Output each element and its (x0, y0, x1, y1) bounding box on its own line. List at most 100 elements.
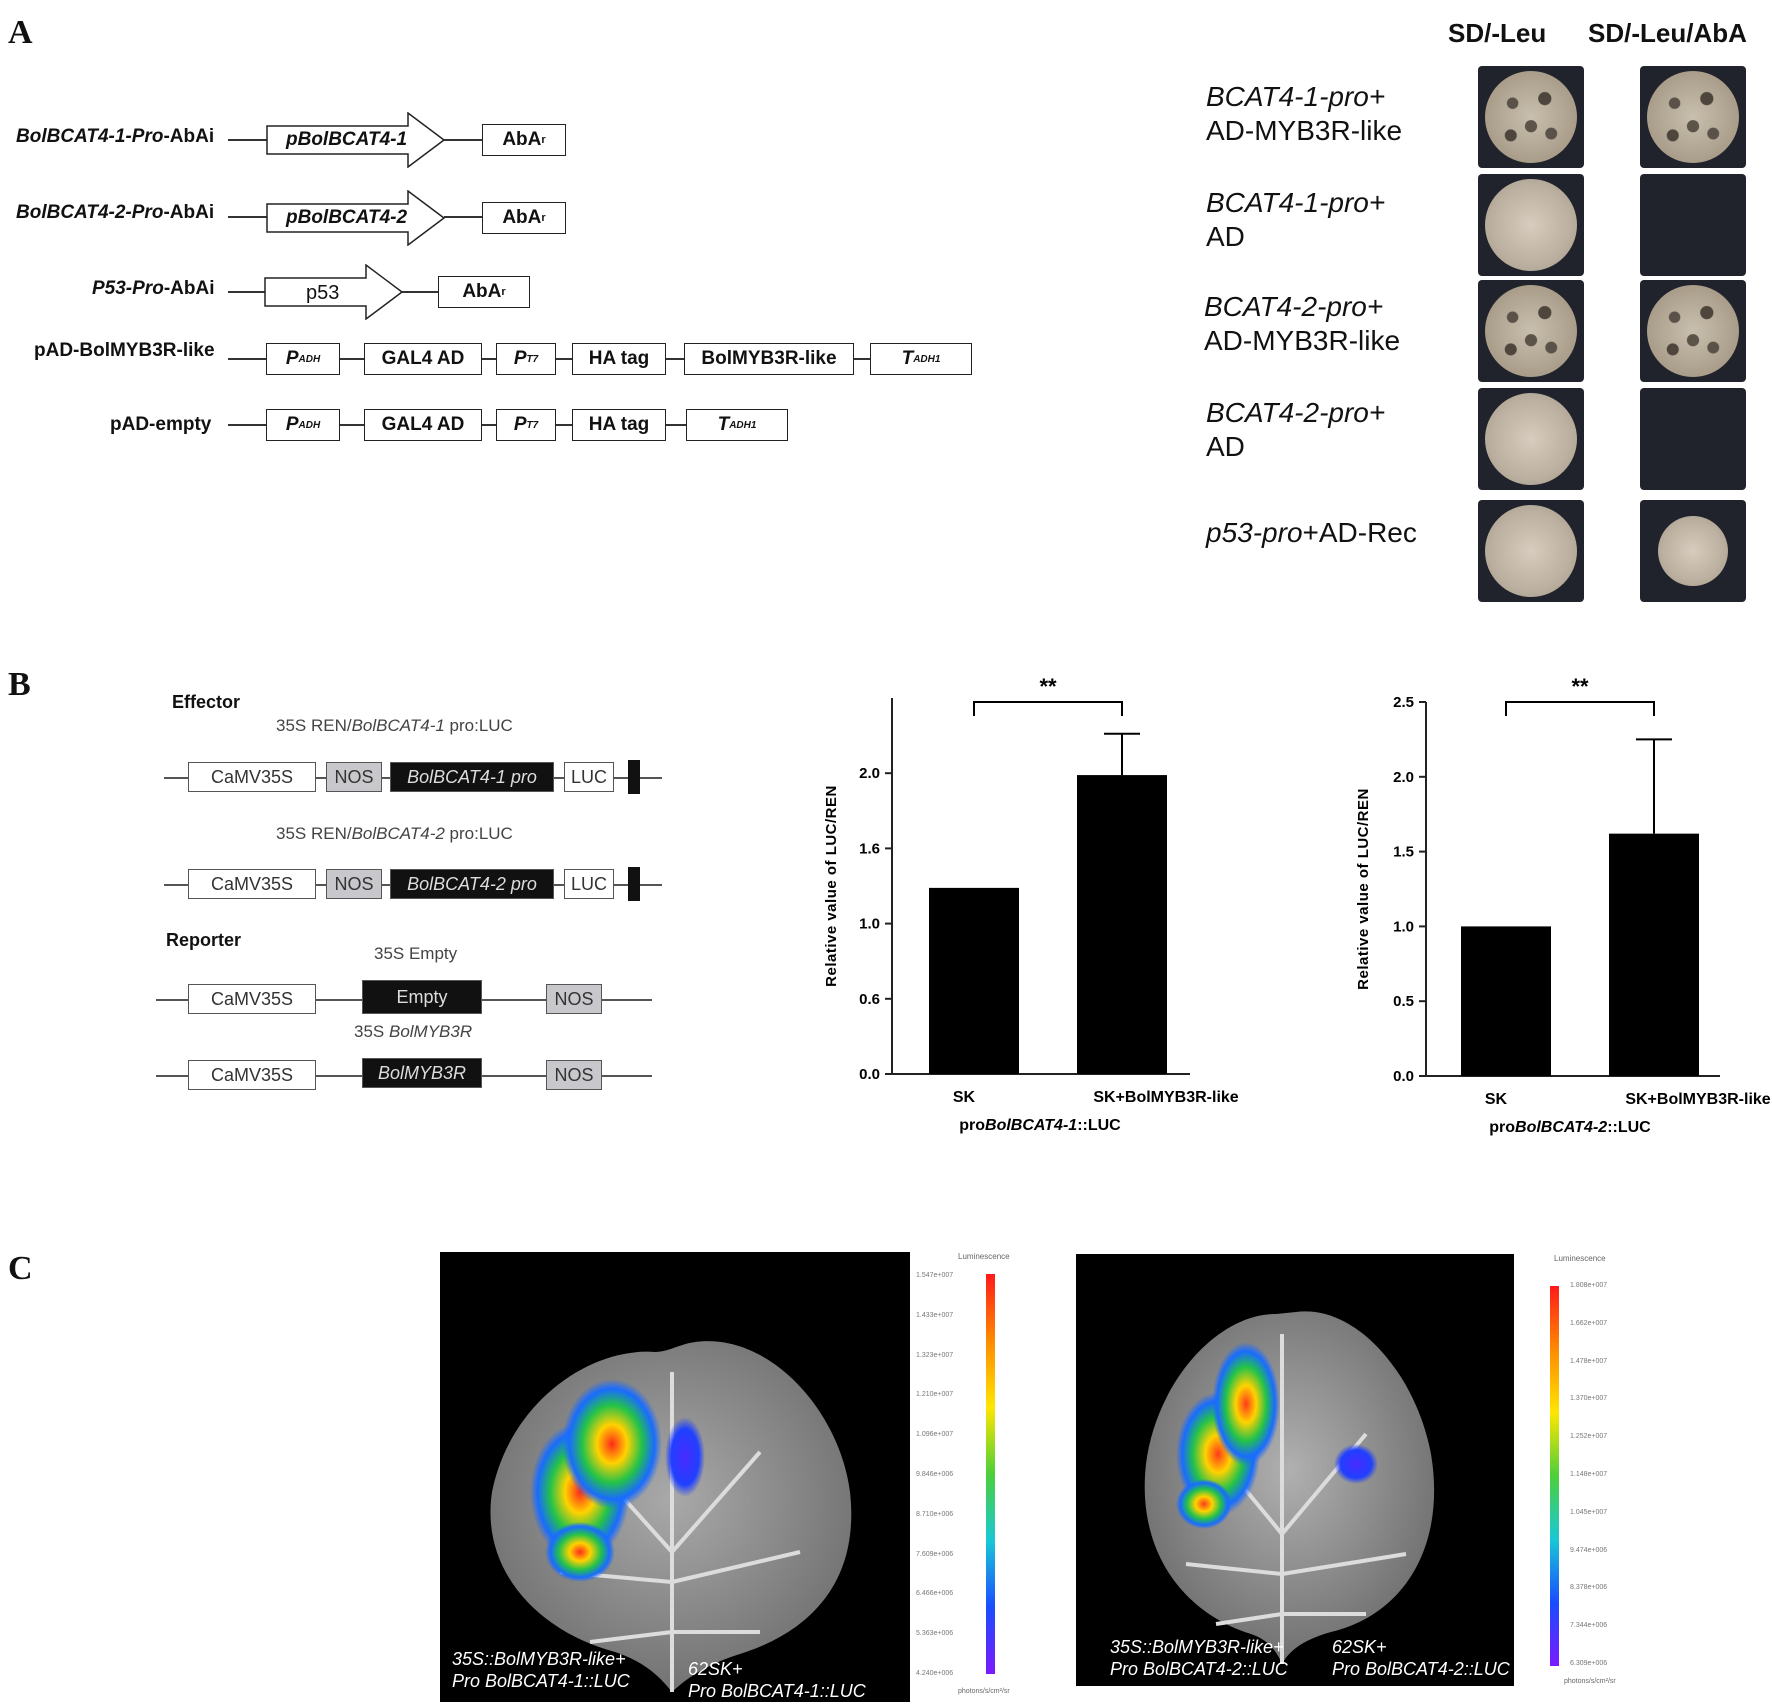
y-tick-label: 0.6 (859, 991, 880, 1008)
part-bolmyb3r-like: BolMYB3R-like (684, 343, 854, 375)
yeast-plate (1478, 388, 1584, 490)
y-axis-label: Relative value of LUC/REN (1355, 788, 1372, 990)
construct-backbone (228, 139, 268, 141)
label-line2: Pro BolBCAT4-2::LUC (1332, 1659, 1510, 1679)
title-italic: BolBCAT4-1 (351, 716, 445, 735)
y-tick-label: 0.0 (1393, 1068, 1414, 1085)
x-label-italic: BolBCAT4-2 (1515, 1119, 1607, 1136)
reporter-title-2: 35S BolMYB3R (354, 1022, 472, 1042)
x-label-pre: pro (959, 1117, 985, 1134)
title-post: pro:LUC (444, 824, 513, 843)
part-gal4-ad: GAL4 AD (364, 409, 482, 441)
reporter-label: Reporter (166, 930, 242, 950)
scale-tick-label: 8.378e+006 (1570, 1584, 1608, 1592)
part-main: P (513, 348, 527, 369)
construct-name-2: BolBCAT4-2-Pro-AbAi (16, 202, 214, 224)
y1h-row-label-3: BCAT4-2-pro+AD-MYB3R-like (1204, 290, 1400, 358)
construct-backbone (444, 216, 482, 218)
leaf-label-control: 62SK+Pro BolBCAT4-1::LUC (688, 1658, 866, 1702)
significance-marker: ** (1039, 674, 1057, 699)
y-tick-label: 2.5 (1393, 694, 1414, 711)
effector-title-1: 35S REN/BolBCAT4-1 pro:LUC (276, 716, 513, 736)
label-line1: 62SK+ (1332, 1637, 1387, 1657)
x-category-label: SK (953, 1089, 976, 1106)
part-ha-tag: HA tag (572, 343, 666, 375)
yeast-plate (1640, 280, 1746, 382)
x-axis-label: proBolBCAT4-1::LUC (959, 1117, 1121, 1134)
yeast-plate (1478, 174, 1584, 276)
scale-tick-label: 1.808e+007 (1570, 1282, 1608, 1289)
y-tick-label: 1.5 (1393, 844, 1414, 861)
panel-label-a: A (8, 14, 33, 51)
bar-sk-bolmyb3r-like (1609, 833, 1699, 1076)
terminator-block (628, 867, 640, 901)
yeast-plate (1640, 66, 1746, 168)
bar-sk-bolmyb3r-like (1077, 775, 1167, 1074)
ad-construct-name-1: pAD-BolMYB3R-like (34, 340, 215, 361)
significance-marker: ** (1571, 674, 1589, 699)
title-pre: 35S REN/ (276, 824, 352, 843)
scale-unit: photons/s/cm²/sr (958, 1688, 1010, 1695)
scale-colorbar (1550, 1286, 1559, 1666)
luciferase-image-left: 35S::BolMYB3R-like+Pro BolBCAT4-1::LUC 6… (440, 1252, 910, 1702)
promoter-label-2: pBolBCAT4-2 (286, 207, 408, 228)
promoter-arrow (266, 112, 446, 168)
part-gal4-ad: GAL4 AD (364, 343, 482, 375)
row-label-line1: p53-pro (1206, 517, 1303, 548)
y1h-row-label-2: BCAT4-1-pro+AD (1206, 186, 1385, 254)
construct-name-italic: P53-Pro (92, 278, 164, 299)
yeast-plate (1478, 500, 1584, 602)
scale-tick-label: 1.433e+007 (916, 1311, 954, 1319)
label-line2: Pro BolBCAT4-1::LUC (688, 1681, 866, 1701)
significance-bracket (1505, 701, 1655, 716)
yeast-colony (1485, 393, 1577, 485)
scale-tick-label: 9.846e+006 (916, 1471, 954, 1478)
label-line1: 35S::BolMYB3R-like+ (452, 1649, 626, 1669)
reporter-title-1: 35S Empty (374, 944, 457, 964)
scale-tick-label: 1.096e+007 (916, 1431, 954, 1439)
y1h-row-label-5: p53-pro+AD-Rec (1206, 516, 1417, 550)
part-camv35s: CaMV35S (188, 984, 316, 1014)
y-tick-label: 0.0 (859, 1066, 880, 1083)
aba-marker-text: AbA (502, 207, 542, 228)
yeast-colony (1647, 71, 1739, 163)
row-label-line1: BCAT4-2-pro+ (1204, 291, 1384, 322)
y-tick-label: 0.5 (1393, 993, 1414, 1010)
part-main: T (901, 348, 914, 369)
aba-marker-sup: r (541, 212, 546, 224)
scale-unit: photons/s/cm²/sr (1564, 1678, 1616, 1685)
scale-tick-label: 6.309e+006 (1570, 1660, 1608, 1667)
yeast-colony (1647, 285, 1739, 377)
leaf-illustration (490, 1341, 852, 1692)
effector-title-2: 35S REN/BolBCAT4-2 pro:LUC (276, 824, 513, 844)
part-main: P (285, 348, 299, 369)
scale-tick-label: 1.045e+007 (1570, 1508, 1608, 1516)
promoter-arrow (266, 190, 446, 246)
terminator-block (628, 760, 640, 794)
leaf-label-treatment: 35S::BolMYB3R-like+Pro BolBCAT4-2::LUC (1110, 1636, 1288, 1680)
effector-label: Effector (172, 692, 241, 712)
part-main: GAL4 AD (381, 348, 465, 369)
row-label-line2: AD-MYB3R-like (1206, 115, 1403, 146)
y-tick-label: 2.0 (1393, 769, 1414, 786)
x-label-post: ::LUC (1077, 1117, 1121, 1134)
part-bolbcat4-1-pro: BolBCAT4-1 pro (390, 762, 554, 792)
part-nos: NOS (546, 984, 602, 1014)
scale-tick-label: 5.363e+006 (916, 1630, 954, 1638)
construct-name-3: P53-Pro-AbAi (92, 278, 214, 300)
part-main: P (513, 414, 527, 435)
y-tick-label: 1.0 (859, 916, 880, 933)
significance-bracket (973, 701, 1123, 716)
part-main: HA tag (588, 414, 650, 435)
yeast-plate (1478, 66, 1584, 168)
x-category-label: SK+BolMYB3R-like (1625, 1091, 1770, 1108)
yeast-plate (1478, 280, 1584, 382)
part-empty: Empty (362, 980, 482, 1014)
